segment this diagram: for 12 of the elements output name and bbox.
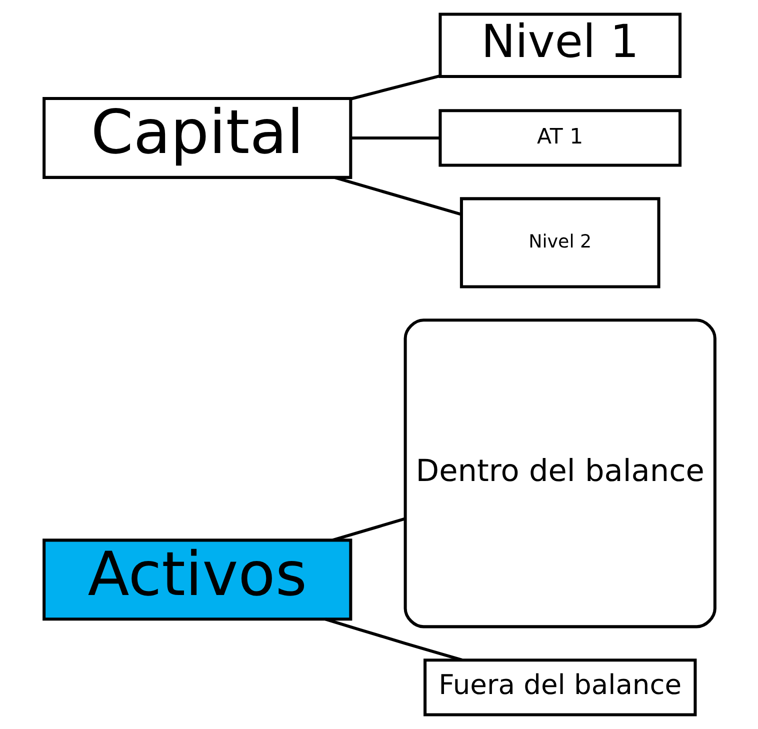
node-box: Nivel 1 (438, 12, 682, 78)
connector (324, 618, 462, 662)
node-box: Dentro del balance (403, 318, 716, 628)
node-box: Capital (42, 97, 352, 179)
node-box: Activos (42, 538, 352, 621)
connector (350, 74, 440, 100)
node-box: Fuera del balance (423, 658, 696, 716)
node-box: Nivel 2 (459, 197, 660, 288)
connector (350, 136, 440, 140)
connector (332, 517, 406, 542)
node-box: AT 1 (438, 109, 682, 167)
connector (334, 176, 461, 216)
